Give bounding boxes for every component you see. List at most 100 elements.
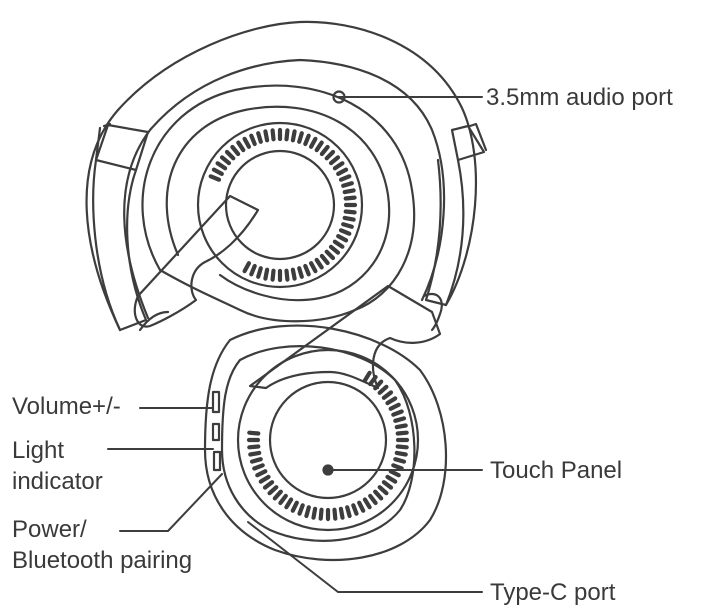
grille-tick — [284, 128, 290, 142]
grille-tick — [242, 261, 251, 274]
grille-tick — [393, 416, 407, 423]
grille-tick — [332, 507, 338, 521]
grille-tick — [395, 444, 409, 450]
light-indicator-label-line1: Light — [12, 437, 65, 464]
grille-tick — [332, 239, 345, 249]
left-slider — [94, 123, 150, 172]
headband-outer — [85, 20, 478, 332]
type-c-port-label: Type-C port — [490, 579, 616, 606]
grille-tick — [324, 249, 336, 261]
leader-type-c — [247, 521, 483, 593]
grille-tick — [278, 493, 288, 506]
grille-tick — [381, 390, 394, 400]
grille-tick — [341, 181, 354, 188]
grille-tick — [219, 155, 232, 166]
top-driver — [224, 149, 336, 261]
grille-tick — [351, 503, 359, 516]
grille-tick — [328, 155, 341, 166]
grille-tick — [290, 500, 299, 513]
grille-tick — [362, 370, 372, 383]
grille-tick — [248, 450, 262, 457]
grille-tick — [373, 379, 384, 391]
grille-tick — [394, 450, 408, 457]
grille-tick — [385, 474, 398, 484]
top-yoke — [133, 194, 260, 328]
grille-tick — [332, 161, 345, 171]
grille-tick — [342, 215, 356, 222]
leader-power — [119, 473, 223, 532]
grille-tick — [249, 457, 263, 464]
top-earcup — [133, 84, 416, 332]
grille-tick — [368, 374, 378, 387]
grille-tick — [343, 209, 357, 215]
grille-tick — [263, 267, 270, 281]
grille-tick — [377, 485, 389, 496]
grille-tick — [267, 485, 279, 496]
grille-tick — [343, 195, 357, 201]
top-speaker-grille — [208, 127, 358, 283]
grille-tick — [236, 140, 246, 153]
grille-tick — [309, 261, 318, 274]
grille-tick — [324, 149, 336, 161]
grille-tick — [256, 131, 263, 144]
grille-tick — [297, 503, 305, 516]
power-label-line1: Power/ — [12, 516, 87, 543]
grille-tick — [388, 402, 401, 411]
headband-inner — [123, 58, 446, 320]
bottom-earcup — [203, 284, 448, 562]
grille-tick — [395, 430, 409, 436]
leader-lines — [107, 96, 483, 593]
grille-tick — [342, 188, 356, 195]
grille-tick — [368, 493, 378, 506]
grille-tick — [319, 144, 330, 157]
grille-tick — [284, 268, 290, 282]
volume-label: Volume+/- — [12, 393, 121, 420]
audio-port-label: 3.5mm audio port — [486, 84, 673, 111]
grille-tick — [297, 131, 304, 144]
bottom-driver — [268, 380, 388, 500]
touch-panel-dot — [322, 464, 334, 476]
power-label-line2: Bluetooth pairing — [12, 547, 193, 574]
grille-tick — [270, 128, 276, 142]
grille-tick — [338, 228, 352, 236]
grille-tick — [208, 174, 222, 182]
top-shell-inner — [196, 121, 364, 289]
grille-tick — [256, 266, 263, 279]
grille-tick — [319, 253, 330, 266]
grille-tick — [309, 136, 318, 149]
grille-tick — [230, 144, 241, 157]
grille-tick — [252, 463, 265, 471]
grille-tick — [249, 133, 257, 147]
bottom-shell-inner — [236, 348, 420, 532]
grille-tick — [338, 174, 352, 182]
grille-tick — [393, 457, 407, 464]
grille-tick — [357, 500, 366, 513]
grille-tick — [328, 244, 341, 255]
grille-tick — [272, 489, 283, 501]
grille-tick — [297, 266, 304, 279]
grille-tick — [385, 396, 398, 406]
power-button — [212, 450, 222, 472]
bottom-speaker-grille — [246, 370, 410, 522]
top-cushion — [141, 84, 416, 323]
grille-tick — [391, 409, 404, 417]
grille-tick — [318, 507, 324, 521]
grille-tick — [311, 506, 318, 520]
grille-tick — [394, 423, 408, 430]
top-shell — [165, 105, 391, 302]
grille-tick — [263, 129, 270, 143]
grille-tick — [290, 129, 297, 143]
bottom-hinge — [422, 292, 443, 332]
bottom-yoke — [248, 284, 442, 390]
grille-tick — [247, 430, 261, 436]
bottom-shell — [220, 345, 416, 542]
grille-tick — [314, 140, 324, 153]
light-indicator-mark — [211, 422, 221, 442]
grille-tick — [362, 497, 372, 510]
grille-tick — [255, 469, 268, 478]
grille-tick — [336, 167, 349, 176]
grille-tick — [388, 469, 401, 478]
grille-tick — [290, 267, 297, 281]
bottom-cushion — [203, 324, 448, 562]
